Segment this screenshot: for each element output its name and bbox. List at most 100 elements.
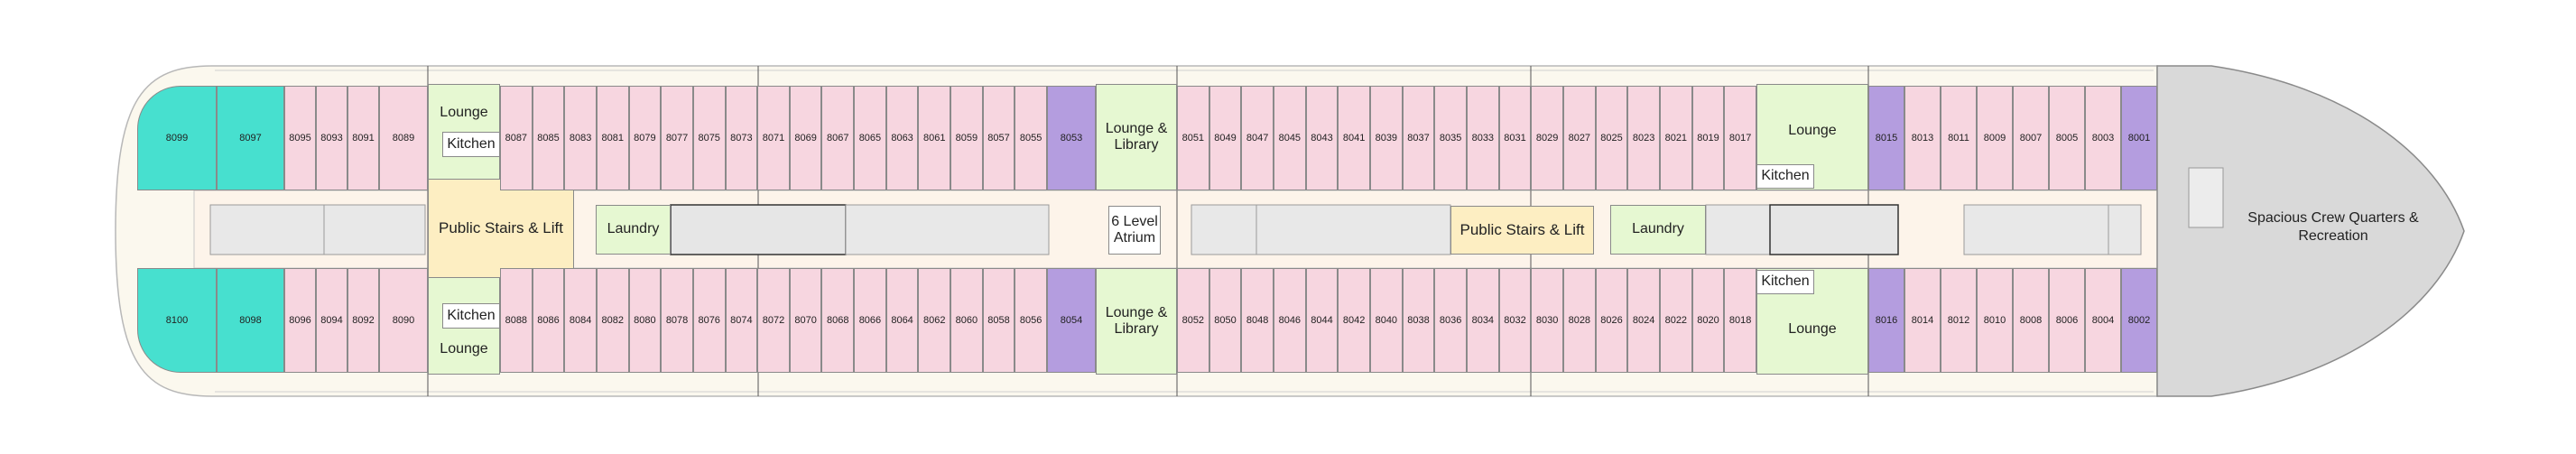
cabin[interactable]: 8066 bbox=[854, 268, 886, 373]
cabin[interactable]: 8068 bbox=[821, 268, 855, 373]
cabin[interactable]: 8088 bbox=[500, 268, 533, 373]
kitchen-aft-top[interactable]: Kitchen bbox=[442, 132, 500, 157]
cabin[interactable]: 8022 bbox=[1660, 268, 1692, 373]
cabin[interactable]: 8071 bbox=[757, 86, 790, 190]
cabin[interactable]: 8006 bbox=[2049, 268, 2085, 373]
cabin[interactable]: 8051 bbox=[1177, 86, 1209, 190]
cabin[interactable]: 8037 bbox=[1402, 86, 1435, 190]
cabin-premium[interactable]: 8015 bbox=[1868, 86, 1904, 190]
cabin[interactable]: 8074 bbox=[725, 268, 758, 373]
cabin[interactable]: 8011 bbox=[1941, 86, 1977, 190]
cabin[interactable]: 8041 bbox=[1338, 86, 1370, 190]
cabin[interactable]: 8027 bbox=[1563, 86, 1596, 190]
cabin[interactable]: 8052 bbox=[1177, 268, 1209, 373]
cabin[interactable]: 8032 bbox=[1498, 268, 1532, 373]
cabin[interactable]: 8028 bbox=[1563, 268, 1596, 373]
cabin[interactable]: 8050 bbox=[1209, 268, 1242, 373]
cabin[interactable]: 8040 bbox=[1370, 268, 1403, 373]
cabin[interactable]: 8089 bbox=[379, 86, 428, 190]
cabin[interactable]: 8038 bbox=[1402, 268, 1435, 373]
cabin[interactable]: 8092 bbox=[347, 268, 379, 373]
kitchen-aft-bottom[interactable]: Kitchen bbox=[442, 303, 500, 329]
cabin[interactable]: 8086 bbox=[532, 268, 565, 373]
cabin[interactable]: 8063 bbox=[885, 86, 919, 190]
cabin[interactable]: 8013 bbox=[1904, 86, 1941, 190]
cabin[interactable]: 8017 bbox=[1724, 86, 1756, 190]
cabin[interactable]: 8077 bbox=[661, 86, 693, 190]
cabin[interactable]: 8019 bbox=[1691, 86, 1725, 190]
cabin[interactable]: 8048 bbox=[1241, 268, 1274, 373]
cabin[interactable]: 8036 bbox=[1434, 268, 1467, 373]
cabin[interactable]: 8020 bbox=[1691, 268, 1725, 373]
cabin[interactable]: 8021 bbox=[1660, 86, 1692, 190]
cabin[interactable]: 8023 bbox=[1627, 86, 1660, 190]
cabin[interactable]: 8031 bbox=[1498, 86, 1532, 190]
cabin[interactable]: 8070 bbox=[789, 268, 822, 373]
cabin[interactable]: 8009 bbox=[1977, 86, 2013, 190]
cabin[interactable]: 8065 bbox=[854, 86, 886, 190]
cabin[interactable]: 8055 bbox=[1015, 86, 1047, 190]
cabin[interactable]: 8084 bbox=[564, 268, 597, 373]
cabin[interactable]: 8091 bbox=[347, 86, 379, 190]
cabin[interactable]: 8046 bbox=[1274, 268, 1306, 373]
cabin[interactable]: 8064 bbox=[885, 268, 919, 373]
cabin[interactable]: 8078 bbox=[661, 268, 693, 373]
cabin[interactable]: 8069 bbox=[789, 86, 822, 190]
kitchen-fwd-top[interactable]: Kitchen bbox=[1756, 164, 1814, 189]
cabin[interactable]: 8083 bbox=[564, 86, 597, 190]
cabin[interactable]: 8061 bbox=[918, 86, 951, 190]
cabin[interactable]: 8003 bbox=[2085, 86, 2121, 190]
cabin[interactable]: 8029 bbox=[1531, 86, 1563, 190]
cabin[interactable]: 8059 bbox=[950, 86, 983, 190]
cabin-premium[interactable]: 8002 bbox=[2121, 268, 2157, 373]
cabin[interactable]: 8057 bbox=[982, 86, 1015, 190]
lounge-library-bottom[interactable]: Lounge & Library bbox=[1096, 268, 1177, 375]
cabin[interactable]: 8035 bbox=[1434, 86, 1467, 190]
cabin[interactable]: 8049 bbox=[1209, 86, 1242, 190]
cabin-suite[interactable]: 8100 bbox=[137, 268, 217, 373]
cabin-suite[interactable]: 8097 bbox=[217, 86, 284, 190]
cabin[interactable]: 8075 bbox=[692, 86, 726, 190]
cabin[interactable]: 8012 bbox=[1941, 268, 1977, 373]
cabin[interactable]: 8045 bbox=[1274, 86, 1306, 190]
cabin-suite[interactable]: 8099 bbox=[137, 86, 217, 190]
cabin-suite[interactable]: 8098 bbox=[217, 268, 284, 373]
cabin[interactable]: 8090 bbox=[379, 268, 428, 373]
public-stairs-lift-aft[interactable]: Public Stairs & Lift bbox=[428, 179, 574, 278]
cabin[interactable]: 8095 bbox=[284, 86, 316, 190]
cabin[interactable]: 8094 bbox=[316, 268, 347, 373]
cabin[interactable]: 8072 bbox=[757, 268, 790, 373]
cabin[interactable]: 8014 bbox=[1904, 268, 1941, 373]
cabin[interactable]: 8081 bbox=[596, 86, 629, 190]
cabin[interactable]: 8024 bbox=[1627, 268, 1660, 373]
cabin[interactable]: 8096 bbox=[284, 268, 316, 373]
cabin[interactable]: 8018 bbox=[1724, 268, 1756, 373]
cabin[interactable]: 8042 bbox=[1338, 268, 1370, 373]
cabin[interactable]: 8043 bbox=[1305, 86, 1339, 190]
laundry-aft[interactable]: Laundry bbox=[596, 205, 671, 255]
cabin[interactable]: 8034 bbox=[1467, 268, 1499, 373]
cabin[interactable]: 8082 bbox=[596, 268, 629, 373]
cabin[interactable]: 8085 bbox=[532, 86, 565, 190]
atrium[interactable]: 6 Level Atrium bbox=[1108, 206, 1161, 255]
cabin[interactable]: 8056 bbox=[1015, 268, 1047, 373]
cabin[interactable]: 8058 bbox=[982, 268, 1015, 373]
cabin[interactable]: 8073 bbox=[725, 86, 758, 190]
cabin[interactable]: 8008 bbox=[2013, 268, 2049, 373]
laundry-fwd[interactable]: Laundry bbox=[1610, 205, 1706, 255]
cabin[interactable]: 8047 bbox=[1241, 86, 1274, 190]
cabin[interactable]: 8067 bbox=[821, 86, 855, 190]
cabin[interactable]: 8030 bbox=[1531, 268, 1563, 373]
cabin[interactable]: 8007 bbox=[2013, 86, 2049, 190]
cabin[interactable]: 8044 bbox=[1305, 268, 1339, 373]
cabin[interactable]: 8033 bbox=[1467, 86, 1499, 190]
cabin[interactable]: 8005 bbox=[2049, 86, 2085, 190]
kitchen-fwd-bottom[interactable]: Kitchen bbox=[1756, 270, 1814, 294]
public-stairs-lift-fwd[interactable]: Public Stairs & Lift bbox=[1450, 206, 1594, 255]
cabin[interactable]: 8076 bbox=[692, 268, 726, 373]
cabin-premium[interactable]: 8053 bbox=[1047, 86, 1096, 190]
cabin[interactable]: 8060 bbox=[950, 268, 983, 373]
cabin[interactable]: 8025 bbox=[1595, 86, 1628, 190]
cabin[interactable]: 8093 bbox=[316, 86, 347, 190]
cabin[interactable]: 8026 bbox=[1595, 268, 1628, 373]
